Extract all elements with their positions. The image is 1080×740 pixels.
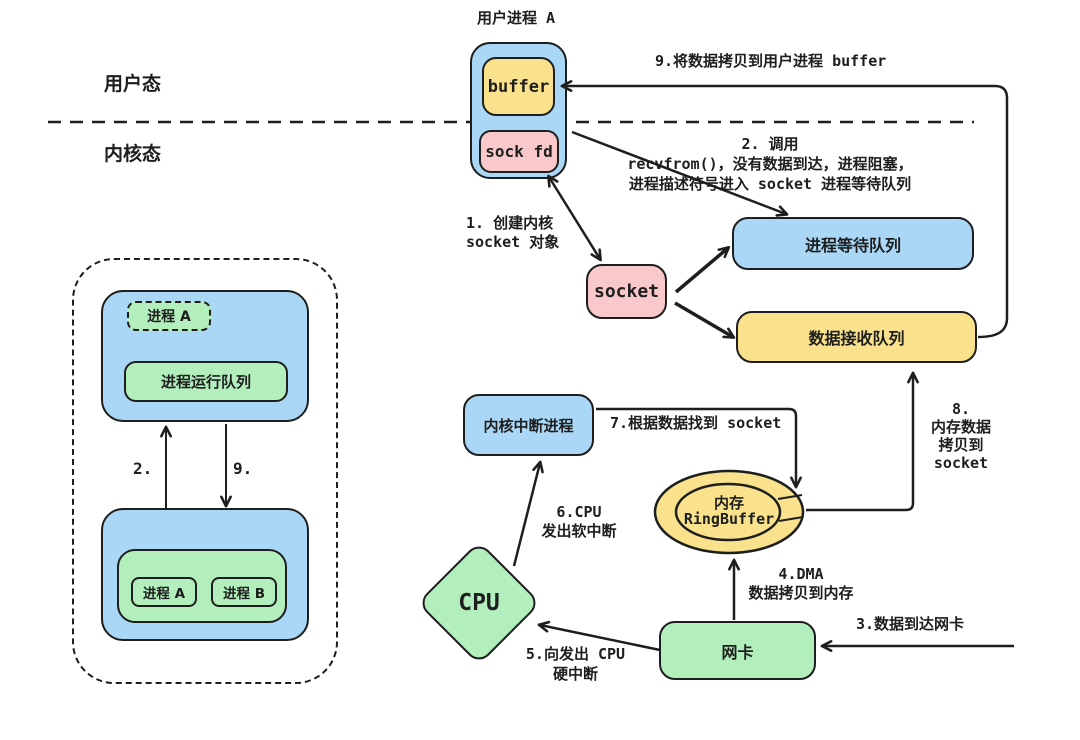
scheduler-dashed-container xyxy=(72,258,338,684)
annotation-step1: 1. 创建内核 socket 对象 xyxy=(466,214,560,251)
sock-fd-box: sock fd xyxy=(479,130,559,173)
scheduler-down-arrow-label: 9. xyxy=(233,459,253,478)
process-run-queue-box: 进程运行队列 xyxy=(124,361,288,402)
scheduler-up-arrow-label: 2. xyxy=(133,459,153,478)
process-b-box: 进程 B xyxy=(211,577,277,607)
user-process-title: 用户进程 A xyxy=(477,9,556,27)
annotation-step5: 5.向发出 CPU 硬中断 xyxy=(525,645,626,683)
process-a-box: 进程 A xyxy=(131,577,197,607)
kernel-interrupt-process-box: 内核中断进程 xyxy=(463,394,594,456)
process-wait-queue-box: 进程等待队列 xyxy=(732,217,974,270)
kernel-mode-label: 内核态 xyxy=(104,143,162,165)
data-receive-queue-box: 数据接收队列 xyxy=(736,311,977,363)
arrow-socket-to-wait-queue xyxy=(674,245,731,294)
arrow-step8-copy-to-socket xyxy=(806,371,919,512)
socket-box: socket xyxy=(586,264,667,319)
annotation-step9: 9.将数据拷贝到用户进程 buffer xyxy=(655,52,887,70)
annotation-step6: 6.CPU 发出软中断 xyxy=(541,503,617,540)
network-card-box: 网卡 xyxy=(659,621,816,680)
annotation-step8: 8. 内存数据 拷贝到 socket xyxy=(930,400,991,472)
annotation-step3: 3.数据到达网卡 xyxy=(856,615,965,633)
ring-buffer-label: 内存 RingBuffer xyxy=(683,494,775,528)
buffer-box: buffer xyxy=(482,57,555,116)
arrow-socket-to-recv-queue xyxy=(674,301,736,339)
cpu-label: CPU xyxy=(458,590,500,616)
annotation-step4: 4.DMA 数据拷贝到内存 xyxy=(748,565,854,602)
annotation-step2: 2. 调用 recvfrom()，没有数据到达，进程阻塞， 进程描述符号进入 s… xyxy=(627,135,913,193)
process-a-dashed-box: 进程 A xyxy=(127,301,211,331)
annotation-step7: 7.根据数据找到 socket xyxy=(610,414,782,432)
user-mode-label: 用户态 xyxy=(104,73,162,95)
